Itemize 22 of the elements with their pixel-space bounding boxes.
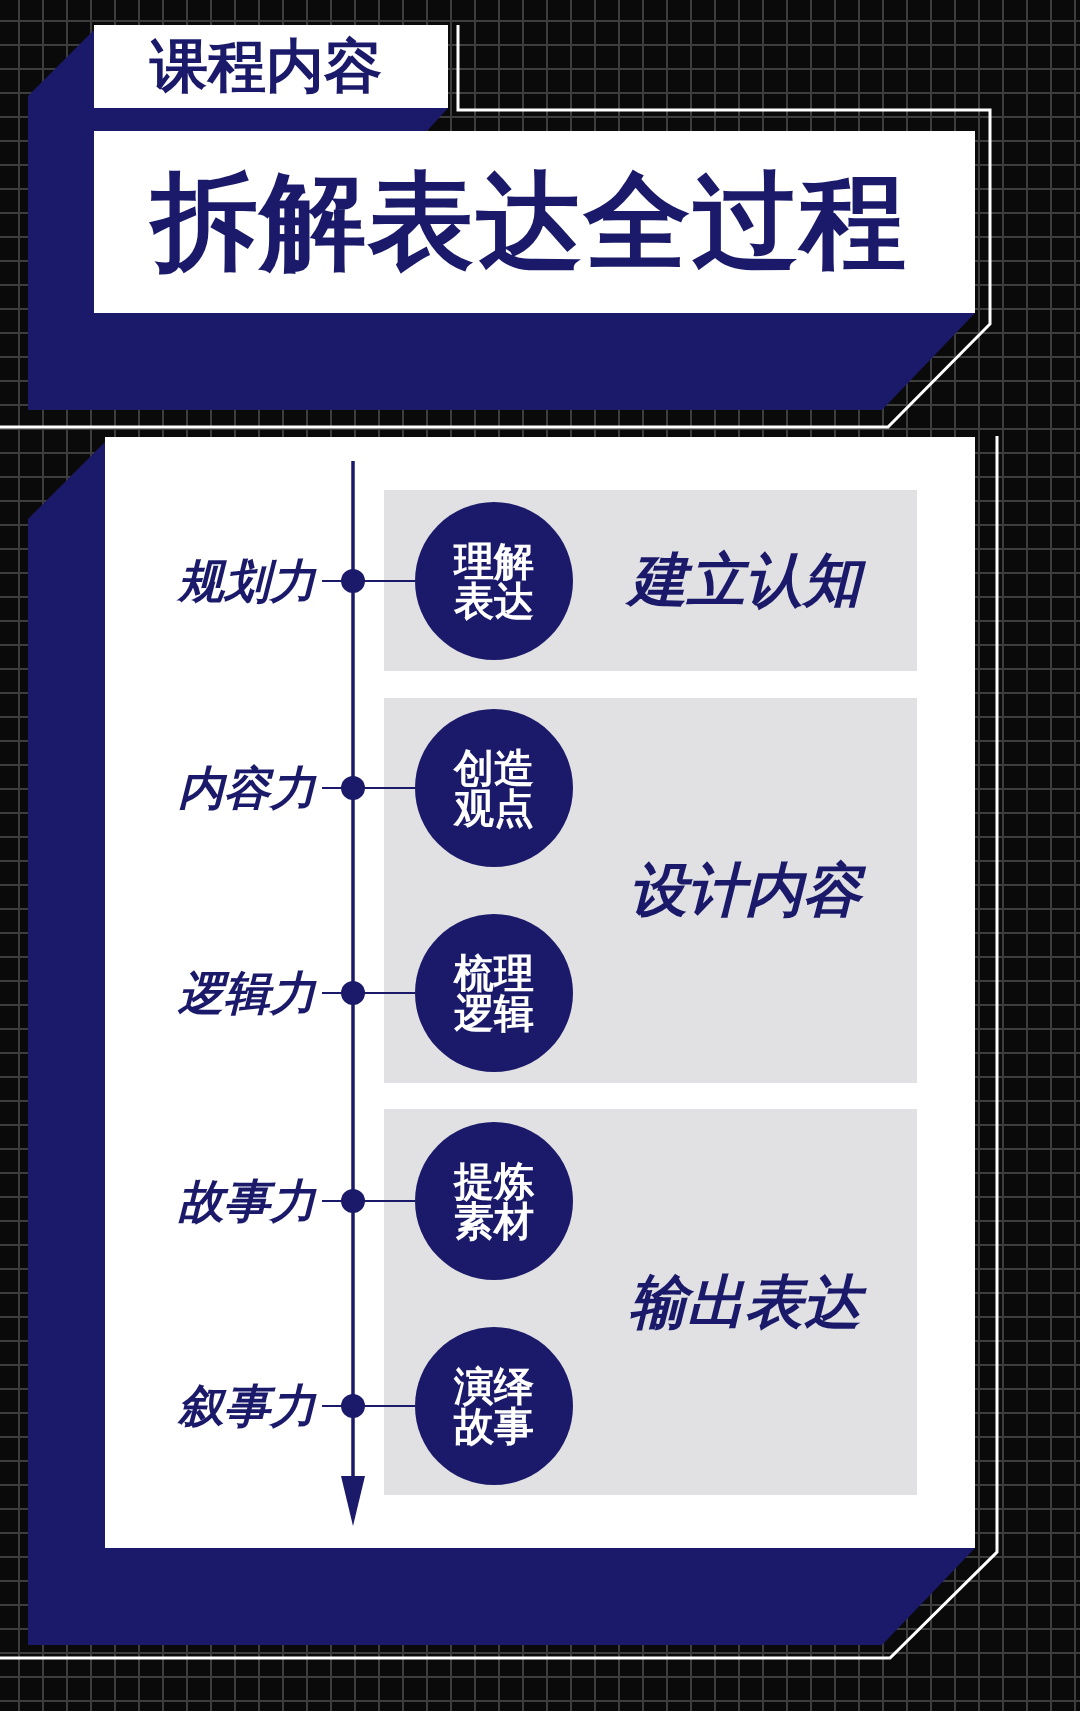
section-label: 课程内容 <box>150 34 382 99</box>
ability-label: 逻辑力 <box>178 966 322 1020</box>
stage-label: 设计内容 <box>623 857 867 924</box>
stage-band <box>384 1109 917 1495</box>
ability-label: 规划力 <box>178 554 322 608</box>
connector-line <box>321 787 416 789</box>
connector-line <box>321 1405 416 1407</box>
topic-text: 演绎故事 <box>453 1366 535 1446</box>
ability-label: 内容力 <box>178 761 322 815</box>
stage-band <box>384 490 917 671</box>
topic-text: 提炼素材 <box>453 1161 535 1241</box>
stage-label: 建立认知 <box>623 547 867 614</box>
connector-line <box>321 992 416 994</box>
ability-label: 故事力 <box>178 1174 322 1228</box>
ability-label: 叙事力 <box>178 1379 322 1433</box>
topic-text: 创造观点 <box>453 748 535 828</box>
stage-band <box>384 698 917 1083</box>
connector-line <box>321 580 416 582</box>
stage-label: 输出表达 <box>623 1268 867 1336</box>
topic-text: 梳理逻辑 <box>453 953 535 1033</box>
topic-text: 理解表达 <box>453 541 535 621</box>
connector-line <box>321 1200 416 1202</box>
